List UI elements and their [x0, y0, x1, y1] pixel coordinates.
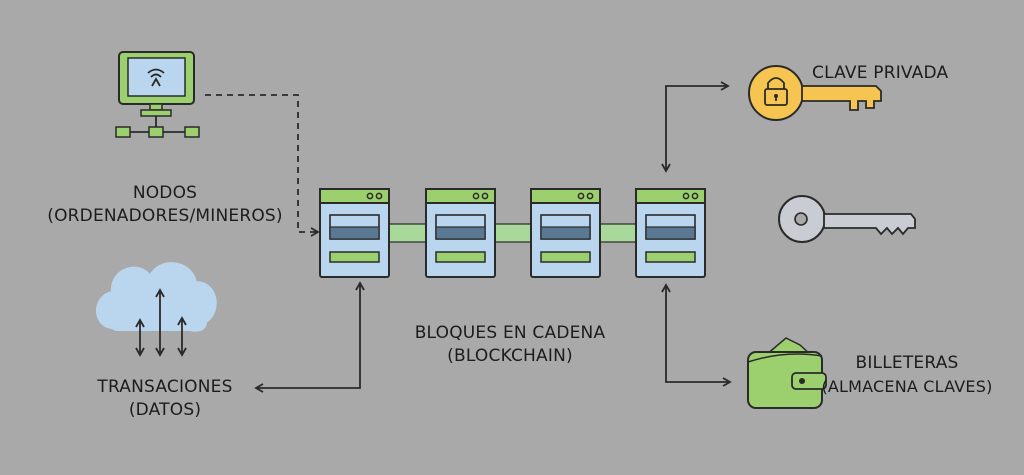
blockchain-title: BLOQUES EN CADENA	[414, 323, 606, 343]
blockchain-label: BLOQUES EN CADENA (BLOCKCHAIN)	[400, 322, 620, 368]
node-connector-arrow	[205, 94, 320, 237]
computer-node-icon	[115, 51, 200, 138]
chain-link	[597, 223, 641, 243]
wallets-label: BILLETERAS (ALMACENA CLAVES)	[812, 352, 1002, 398]
transactions-label: TRANSACIONES (DATOS)	[70, 376, 260, 422]
block-icon	[635, 188, 706, 278]
transactions-subtitle: (DATOS)	[128, 400, 202, 420]
blockchain-subtitle: (BLOCKCHAIN)	[447, 346, 573, 366]
wallets-title: BILLETERAS	[855, 353, 959, 373]
nodes-subtitle: (ORDENADORES/MINEROS)	[47, 206, 283, 226]
private-key-connector-arrow	[661, 81, 730, 173]
wallets-subtitle: (ALMACENA CLAVES)	[821, 377, 993, 396]
block-icon	[425, 188, 496, 278]
transactions-connector-arrow	[254, 281, 365, 393]
wallet-icon	[747, 337, 827, 409]
wallet-connector-arrow	[661, 283, 732, 387]
chain-link	[492, 223, 536, 243]
nodes-label: NODOS (ORDENADORES/MINEROS)	[45, 182, 285, 228]
padlock-key-icon	[748, 65, 882, 121]
block-icon	[319, 188, 390, 278]
nodes-title: NODOS	[132, 183, 198, 203]
private-key-title: CLAVE PRIVADA	[812, 63, 949, 83]
cloud-transactions-icon	[96, 262, 217, 357]
block-icon	[530, 188, 601, 278]
private-key-label: CLAVE PRIVADA	[812, 62, 962, 85]
chain-link	[387, 223, 431, 243]
transactions-title: TRANSACIONES	[97, 377, 233, 397]
key-icon	[778, 195, 916, 243]
